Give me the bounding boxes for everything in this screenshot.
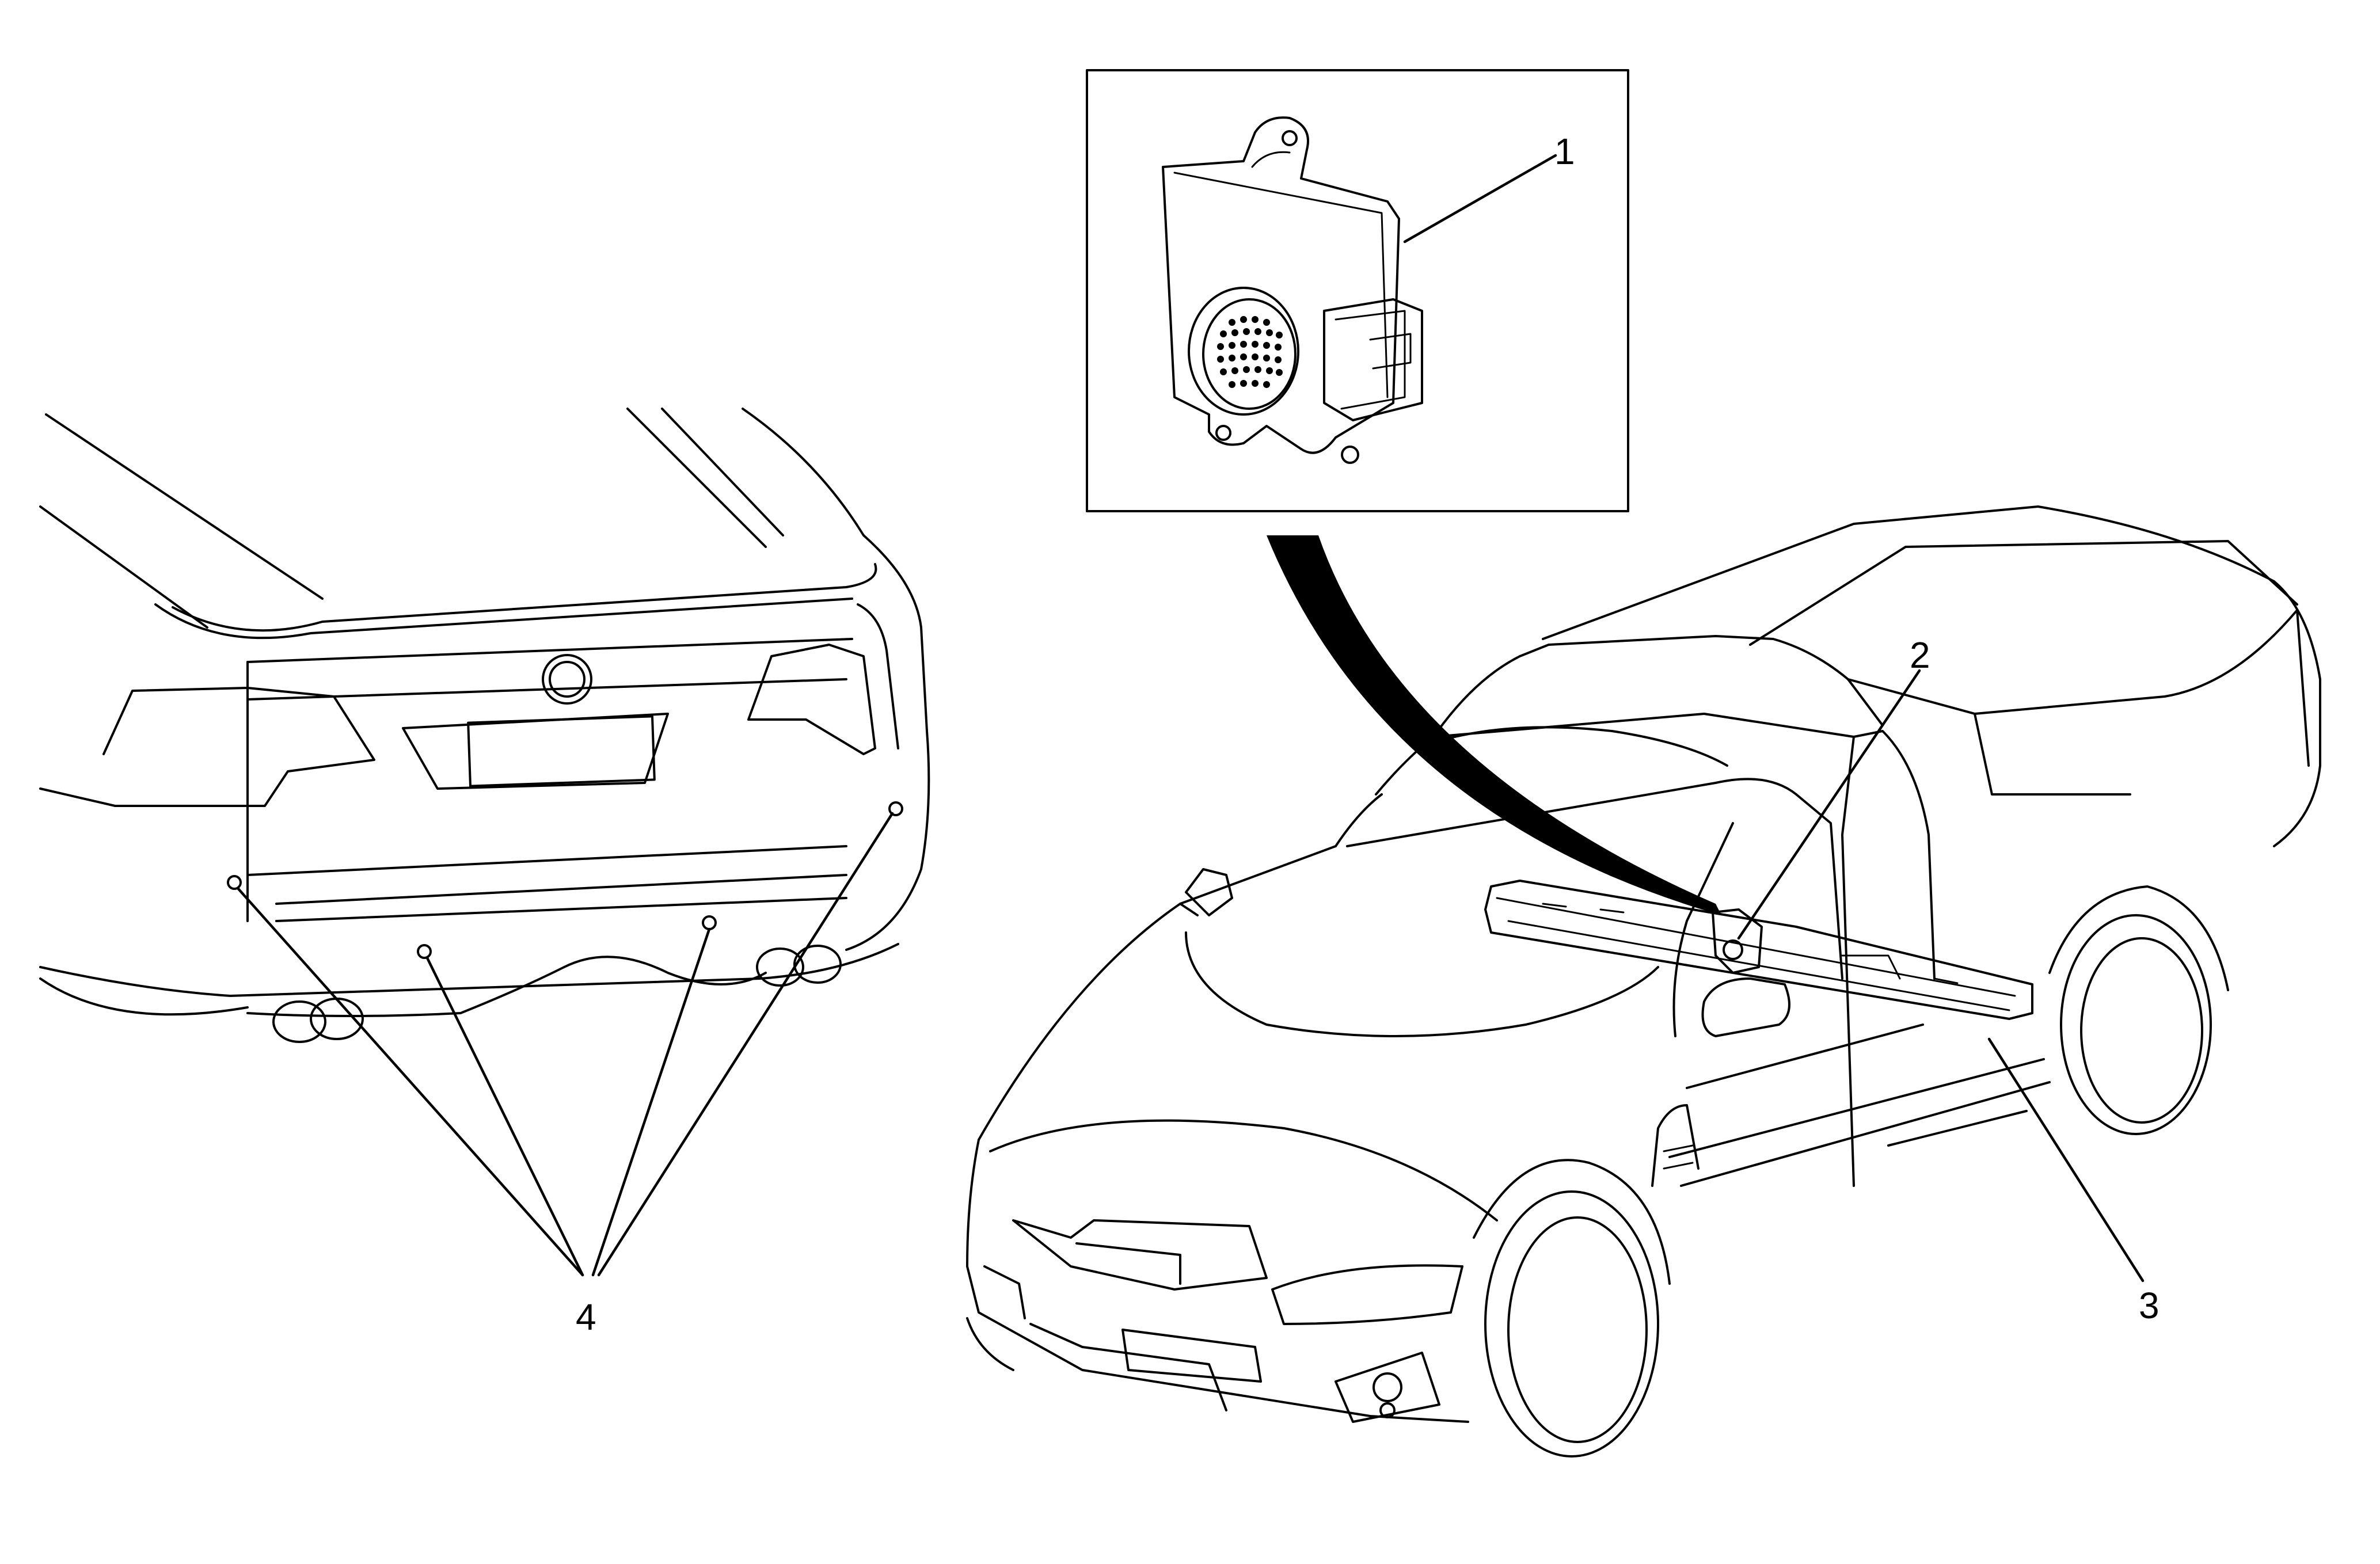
- callout-3-leader: [1987, 1037, 2145, 1283]
- callout-3-label: 3: [2139, 1285, 2160, 1326]
- sensor-marker-1: [227, 875, 242, 890]
- ute-vehicle-view: [966, 505, 2321, 1458]
- callout-2-label: 2: [1910, 634, 1930, 676]
- callout-2-leader: [1737, 669, 1921, 940]
- sensor-marker-2: [417, 944, 432, 959]
- callout-1-label: 1: [1554, 131, 1575, 172]
- callout-4-leaders: [236, 812, 894, 1277]
- location-arrow: [1267, 535, 1721, 915]
- callout-4-label: 4: [576, 1296, 596, 1338]
- cross-member: [1484, 880, 2033, 1020]
- sensor-marker-4: [888, 801, 903, 816]
- sensor-marker-3: [702, 915, 717, 930]
- callout-1-leader: [1403, 154, 1557, 243]
- speaker-grille-icon: [1217, 316, 1283, 388]
- rear-vehicle-view: [39, 408, 930, 1043]
- module-inset: [1086, 69, 1629, 512]
